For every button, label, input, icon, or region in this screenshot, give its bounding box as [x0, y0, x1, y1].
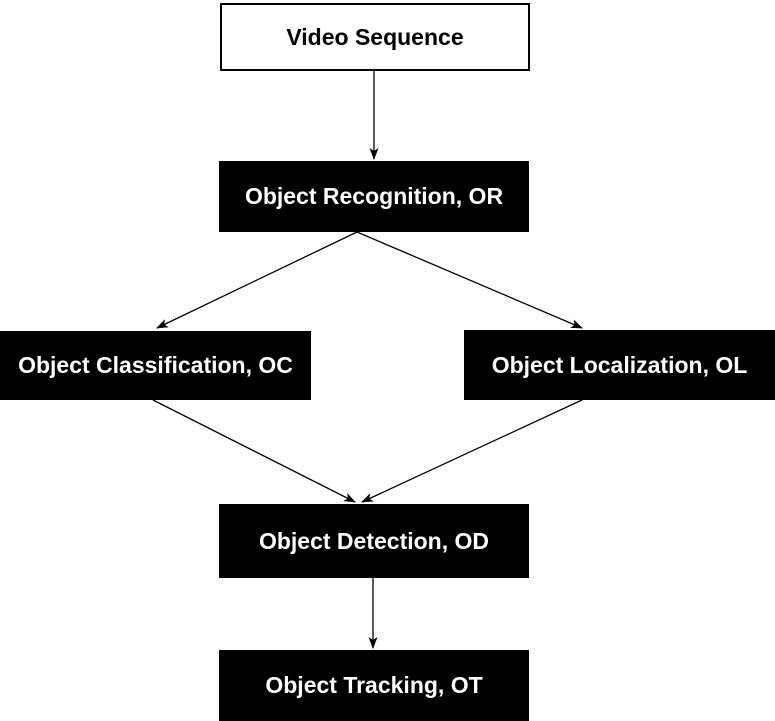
arrow-recognition-to-classification	[156, 231, 358, 329]
node-video-sequence-label: Video Sequence	[286, 23, 464, 50]
arrow-classification-to-detection	[152, 399, 356, 503]
arrow-localization-to-detection	[361, 399, 583, 503]
node-video-sequence: Video Sequence	[220, 3, 530, 71]
node-object-detection: Object Detection, OD	[219, 504, 529, 578]
node-object-recognition-label: Object Recognition, OR	[244, 183, 504, 209]
arrow-recognition-to-localization	[356, 231, 583, 329]
node-object-tracking: Object Tracking, OT	[219, 650, 529, 721]
node-object-localization: Object Localization, OL	[464, 330, 775, 400]
node-object-recognition: Object Recognition, OR	[219, 161, 529, 232]
node-object-classification-label: Object Classification, OC	[18, 352, 293, 378]
node-object-localization-label: Object Localization, OL	[491, 351, 748, 378]
node-object-classification: Object Classification, OC	[0, 331, 311, 400]
node-object-tracking-label: Object Tracking, OT	[265, 672, 483, 698]
node-object-detection-label: Object Detection, OD	[258, 527, 490, 554]
